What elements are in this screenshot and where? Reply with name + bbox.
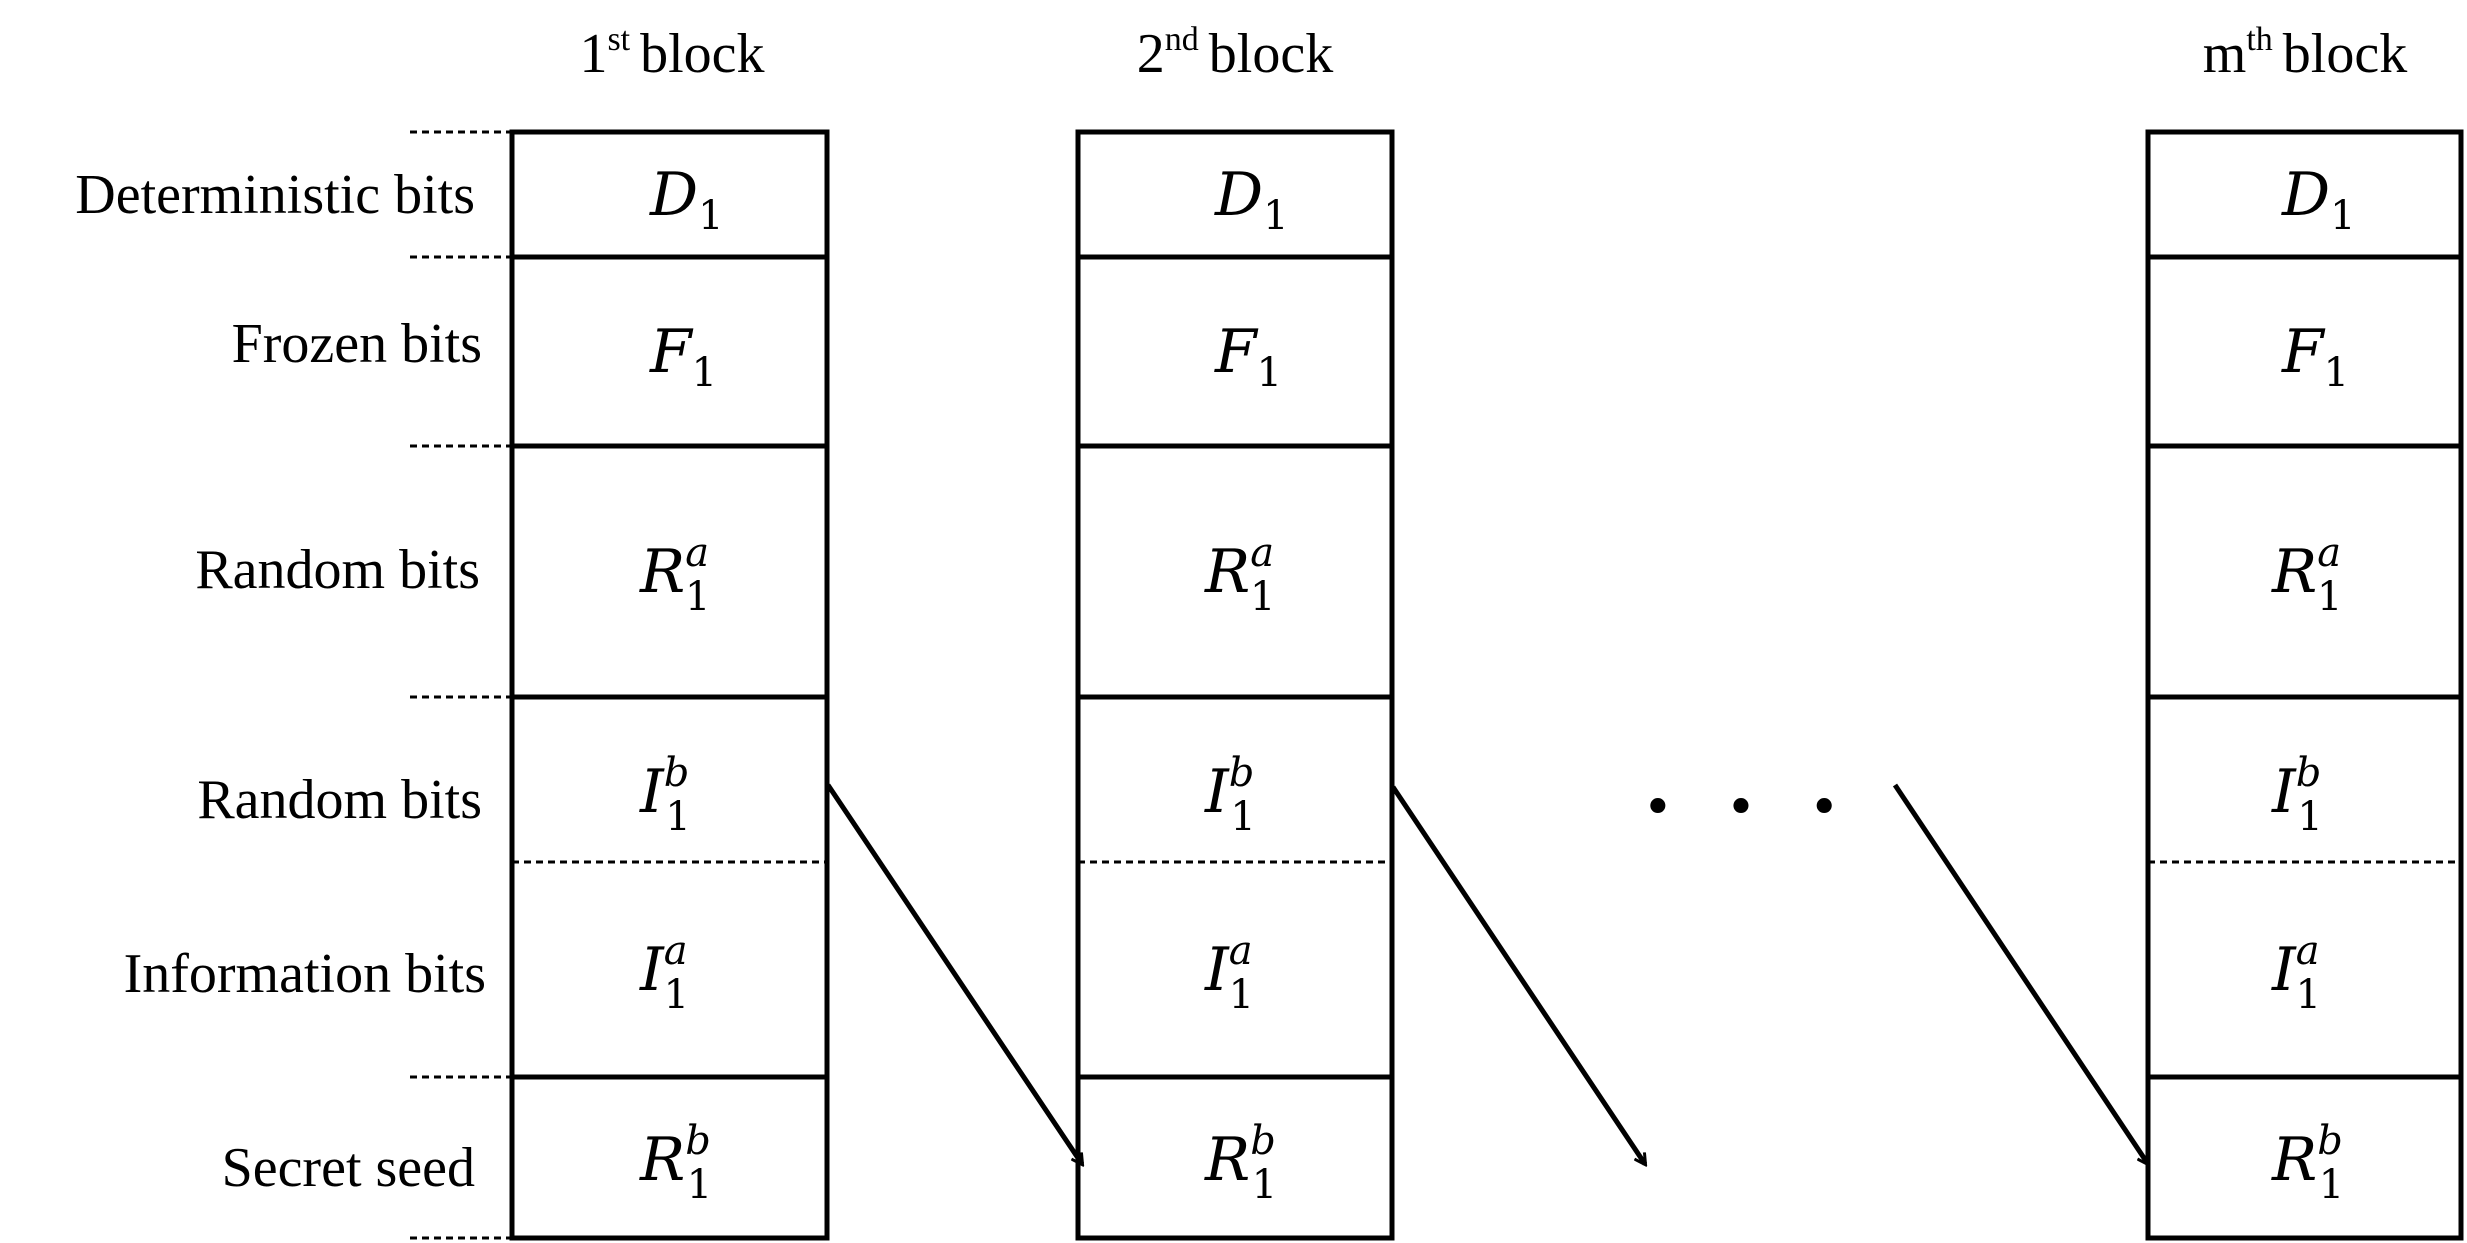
cell-D: D1 (2281, 160, 2356, 239)
row-label-information: Information bits (124, 943, 486, 1005)
row-label-frozen: Frozen bits (232, 313, 482, 375)
row-label-secret-seed: Secret seed (222, 1137, 475, 1199)
cell-D: D1 (1214, 160, 1289, 239)
arrow-prev-to-blockm (1892, 783, 2148, 1164)
ellipsis-dots: • • • (1642, 778, 1857, 838)
row-label-random-b: Random bits (197, 769, 482, 831)
row-label-random-a: Random bits (195, 539, 480, 601)
block-1-column (509, 129, 830, 1241)
cell-F: F1 (2281, 317, 2349, 396)
cell-D: D1 (649, 160, 724, 239)
cell-F: F1 (649, 317, 717, 396)
row-label-deterministic: Deterministic bits (75, 164, 475, 226)
label-dividers (410, 130, 512, 1240)
cell-F: F1 (1214, 317, 1282, 396)
block-2-column (1075, 129, 1395, 1241)
block-m-column (2145, 129, 2464, 1241)
arrow-block2-to-next (1390, 785, 1645, 1164)
arrow-block1-to-block2 (825, 783, 1082, 1164)
seed-arrows (825, 783, 2148, 1164)
